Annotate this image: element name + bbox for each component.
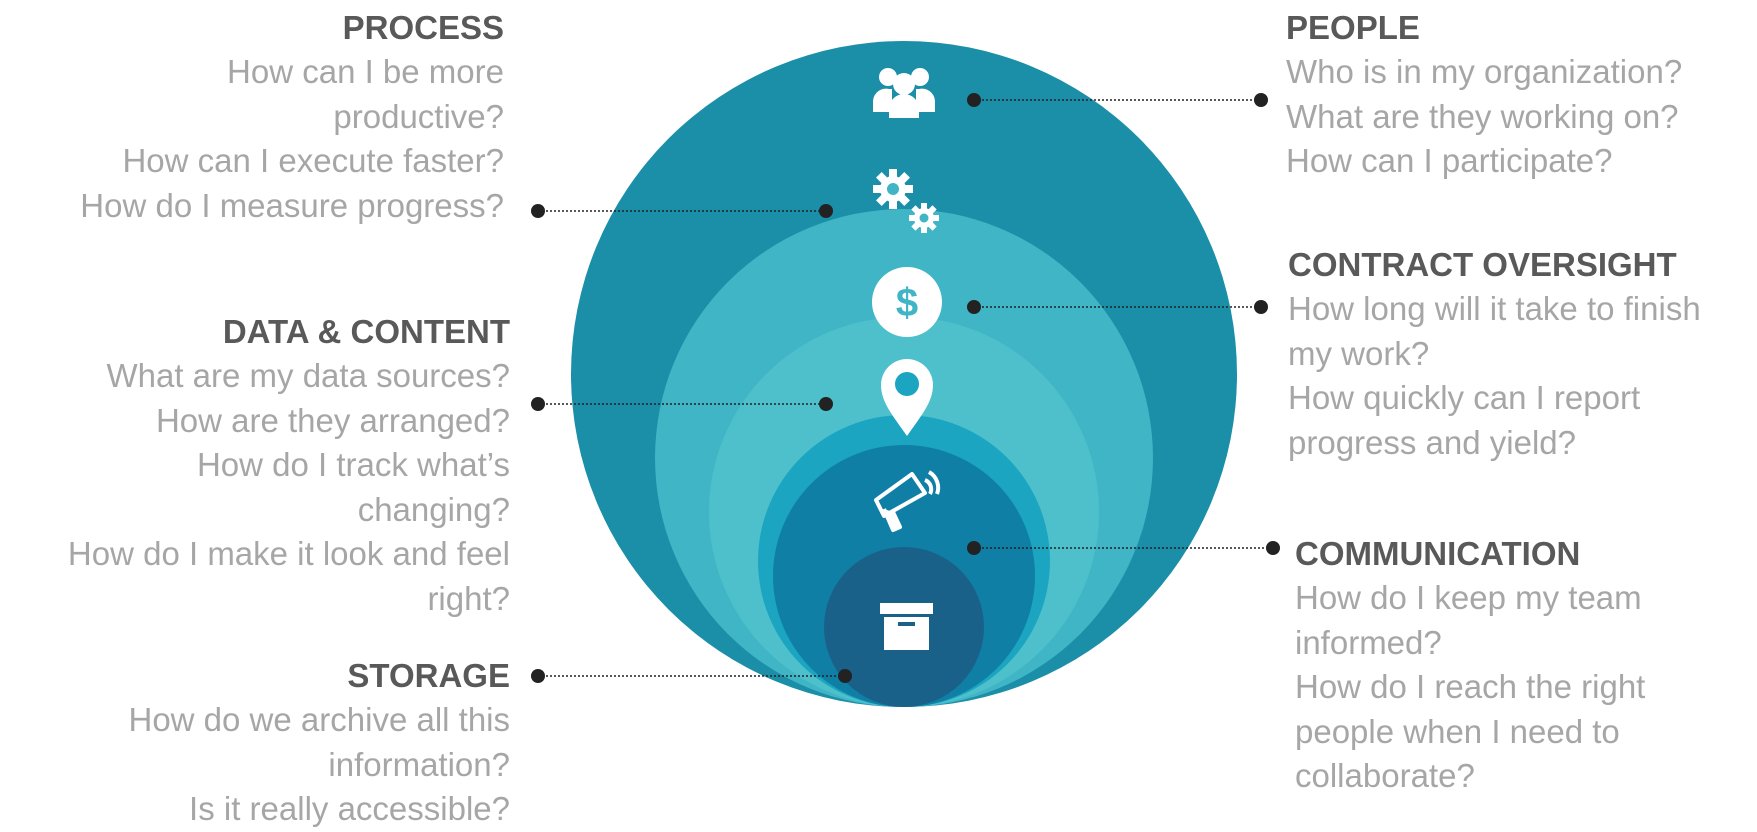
dot-storage-right: [838, 669, 852, 683]
process-question-1: How can I be more productive?: [227, 53, 504, 135]
people-group-icon: [873, 68, 935, 118]
communication-block: COMMUNICATION How do I keep my team info…: [1295, 532, 1725, 799]
contract-block: CONTRACT OVERSIGHT How long will it take…: [1288, 243, 1750, 465]
dot-process-right: [819, 204, 833, 218]
dot-process-left: [531, 204, 545, 218]
process-title: PROCESS: [342, 9, 504, 46]
process-block: PROCESS How can I be more productive? Ho…: [20, 6, 504, 228]
contract-title: CONTRACT OVERSIGHT: [1288, 246, 1677, 283]
megaphone-icon: [874, 470, 941, 532]
data-content-title: DATA & CONTENT: [222, 313, 510, 350]
svg-text:$: $: [896, 281, 918, 325]
data-content-question-2: How are they arranged?: [155, 401, 510, 439]
data-content-block: DATA & CONTENT What are my data sources?…: [8, 310, 510, 621]
communication-title: COMMUNICATION: [1295, 535, 1581, 572]
contract-question-2: How quickly can I report progress and yi…: [1288, 379, 1641, 461]
gears-icon: [873, 169, 939, 233]
dot-contract-left: [967, 300, 981, 314]
people-question-2: What are they working on?: [1286, 97, 1679, 135]
storage-block: STORAGE How do we archive all this infor…: [60, 654, 511, 832]
archive-box-icon: [880, 603, 933, 650]
dot-people-right: [1254, 93, 1268, 107]
location-pin-icon: [881, 359, 933, 436]
people-question-1: Who is in my organization?: [1286, 53, 1683, 90]
dot-data-left: [531, 397, 545, 411]
dot-people-left: [967, 93, 981, 107]
people-title: PEOPLE: [1286, 9, 1420, 46]
data-content-question-4: How do I make it look and feel right?: [67, 535, 510, 617]
dot-communication-right: [1266, 541, 1280, 555]
storage-question-1: How do we archive all this information?: [128, 701, 511, 783]
people-question-3: How can I participate?: [1286, 142, 1613, 179]
communication-question-2: How do I reach the right people when I n…: [1295, 668, 1646, 794]
dot-data-right: [819, 397, 833, 411]
data-content-question-3: How do I track what’s changing?: [196, 446, 510, 528]
process-question-2: How can I execute faster?: [122, 142, 504, 179]
dot-communication-left: [967, 541, 981, 555]
communication-question-1: How do I keep my team informed?: [1295, 579, 1642, 661]
data-content-question-1: What are my data sources?: [106, 357, 510, 394]
people-block: PEOPLE Who is in my organization? What a…: [1286, 6, 1746, 184]
dot-storage-left: [531, 669, 545, 683]
dollar-coin-icon: $: [872, 267, 942, 337]
process-question-3: How do I measure progress?: [80, 186, 504, 224]
dot-contract-right: [1254, 300, 1268, 314]
storage-question-2: Is it really accessible?: [189, 790, 510, 827]
storage-title: STORAGE: [347, 657, 510, 694]
contract-question-1: How long will it take to finish my work?: [1288, 290, 1701, 372]
